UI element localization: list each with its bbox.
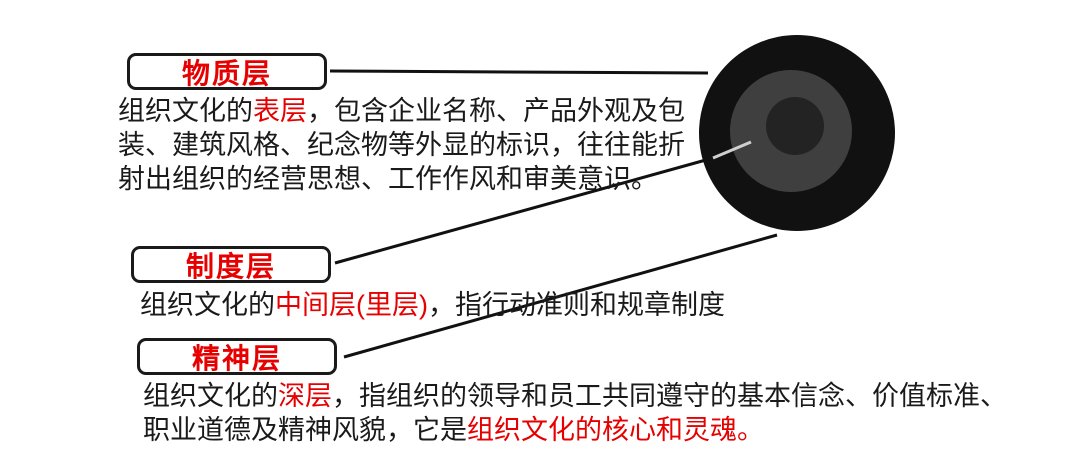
desc-text: ，包含企业名称、产品外观及包装、建筑风格、纪念物等外显的标识，往往能折射出组织的… — [118, 96, 685, 194]
layer-desc-institution: 组织文化的中间层(里层)，指行动准则和规章制度 — [140, 288, 980, 322]
layer-box-institution-label: 制度层 — [185, 250, 276, 282]
desc-text-emphasis: 表层 — [253, 96, 307, 126]
layer-box-spirit-label: 精神层 — [191, 342, 282, 374]
connector-tip-institution — [712, 140, 752, 160]
layer-desc-spirit: 组织文化的深层，指组织的领导和员工共同遵守的基本信念、价值标准、职业道德及精神风… — [143, 379, 1033, 447]
desc-text: ，指组织的领导和员工共同遵守的基本信念、价值标准、职业道德及精神风貌，它是 — [143, 381, 1007, 445]
layer-box-spirit: 精神层 — [137, 338, 337, 375]
desc-text-emphasis: 中间层(里层) — [275, 290, 428, 320]
circle-inner-spirit-layer — [766, 97, 824, 155]
connector-line-institution — [334, 156, 714, 265]
desc-text-emphasis: 组织文化的核心和灵魂。 — [467, 415, 764, 445]
desc-text-emphasis: 深层 — [278, 381, 332, 411]
desc-text: 组织文化的 — [140, 290, 275, 320]
connector-line-spirit — [343, 233, 778, 359]
connector-line-material — [329, 69, 709, 75]
layer-desc-material: 组织文化的表层，包含企业名称、产品外观及包装、建筑风格、纪念物等外显的标识，往往… — [118, 94, 698, 196]
desc-text: 组织文化的 — [143, 381, 278, 411]
desc-text: 组织文化的 — [118, 96, 253, 126]
desc-text: ，指行动准则和规章制度 — [427, 290, 725, 320]
layer-box-institution: 制度层 — [131, 246, 331, 283]
layer-box-material: 物质层 — [127, 53, 327, 90]
layer-box-material-label: 物质层 — [181, 57, 272, 89]
